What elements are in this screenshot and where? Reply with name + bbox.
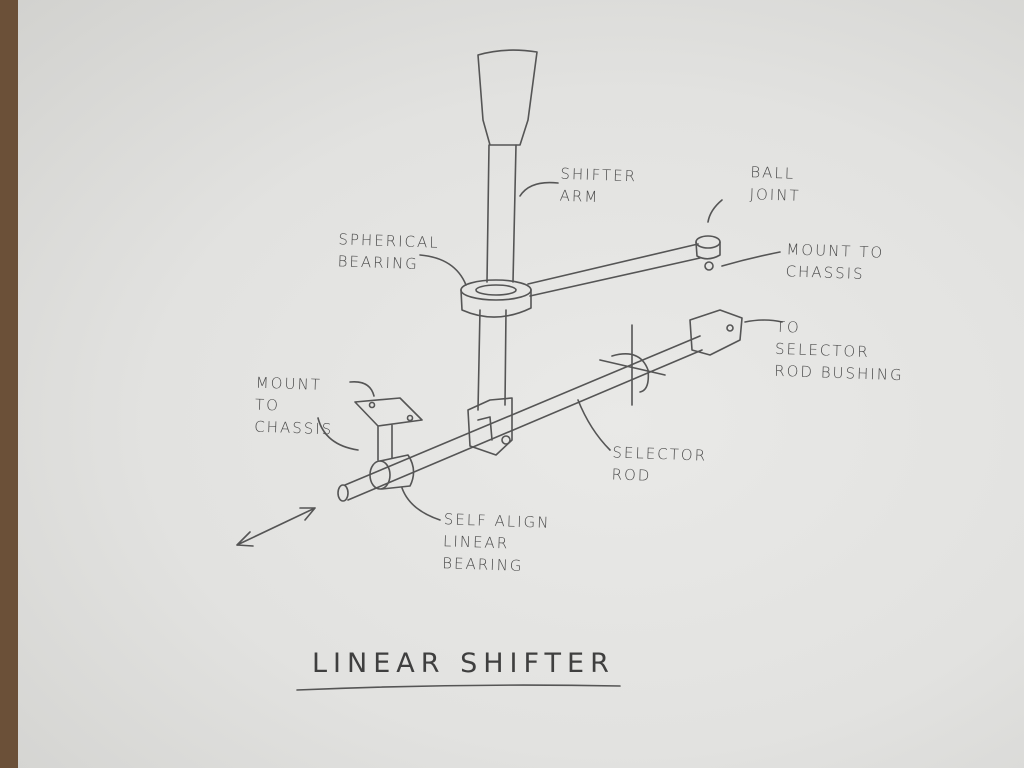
sketch-title: LINEAR SHIFTER	[312, 648, 615, 679]
label-line: SHIFTER	[560, 164, 638, 186]
label-line: CHASSIS	[253, 417, 334, 439]
label-line: TO	[254, 395, 281, 415]
linear-motion-arrow	[236, 507, 316, 547]
label-line: ROD	[611, 465, 652, 485]
paper-sheet	[18, 0, 1024, 768]
label-line: BEARING	[337, 252, 420, 274]
shifter-knob	[477, 49, 538, 146]
label-line: BEARING	[441, 554, 524, 575]
spherical-bearing	[460, 279, 532, 318]
leader-lines	[317, 181, 783, 521]
label-line: ROD BUSHING	[773, 361, 904, 385]
selector-rod	[337, 335, 703, 502]
label-line: CHASSIS	[785, 262, 865, 284]
mount-bracket	[354, 397, 423, 461]
tie-rod	[527, 243, 701, 297]
title-underline	[296, 684, 621, 691]
label-line: SELECTOR	[612, 443, 708, 465]
shifter-arm	[477, 144, 517, 411]
rotation-indicator	[599, 324, 666, 406]
label-line: BALL	[750, 163, 796, 183]
label-line: ARM	[559, 186, 600, 207]
clevis	[467, 397, 513, 456]
label-line: MOUNT	[255, 373, 323, 394]
label-line: JOINT	[749, 185, 801, 205]
ball-joint	[695, 235, 721, 271]
selector-rod-bushing	[689, 309, 743, 356]
linear-bearing	[369, 454, 415, 490]
